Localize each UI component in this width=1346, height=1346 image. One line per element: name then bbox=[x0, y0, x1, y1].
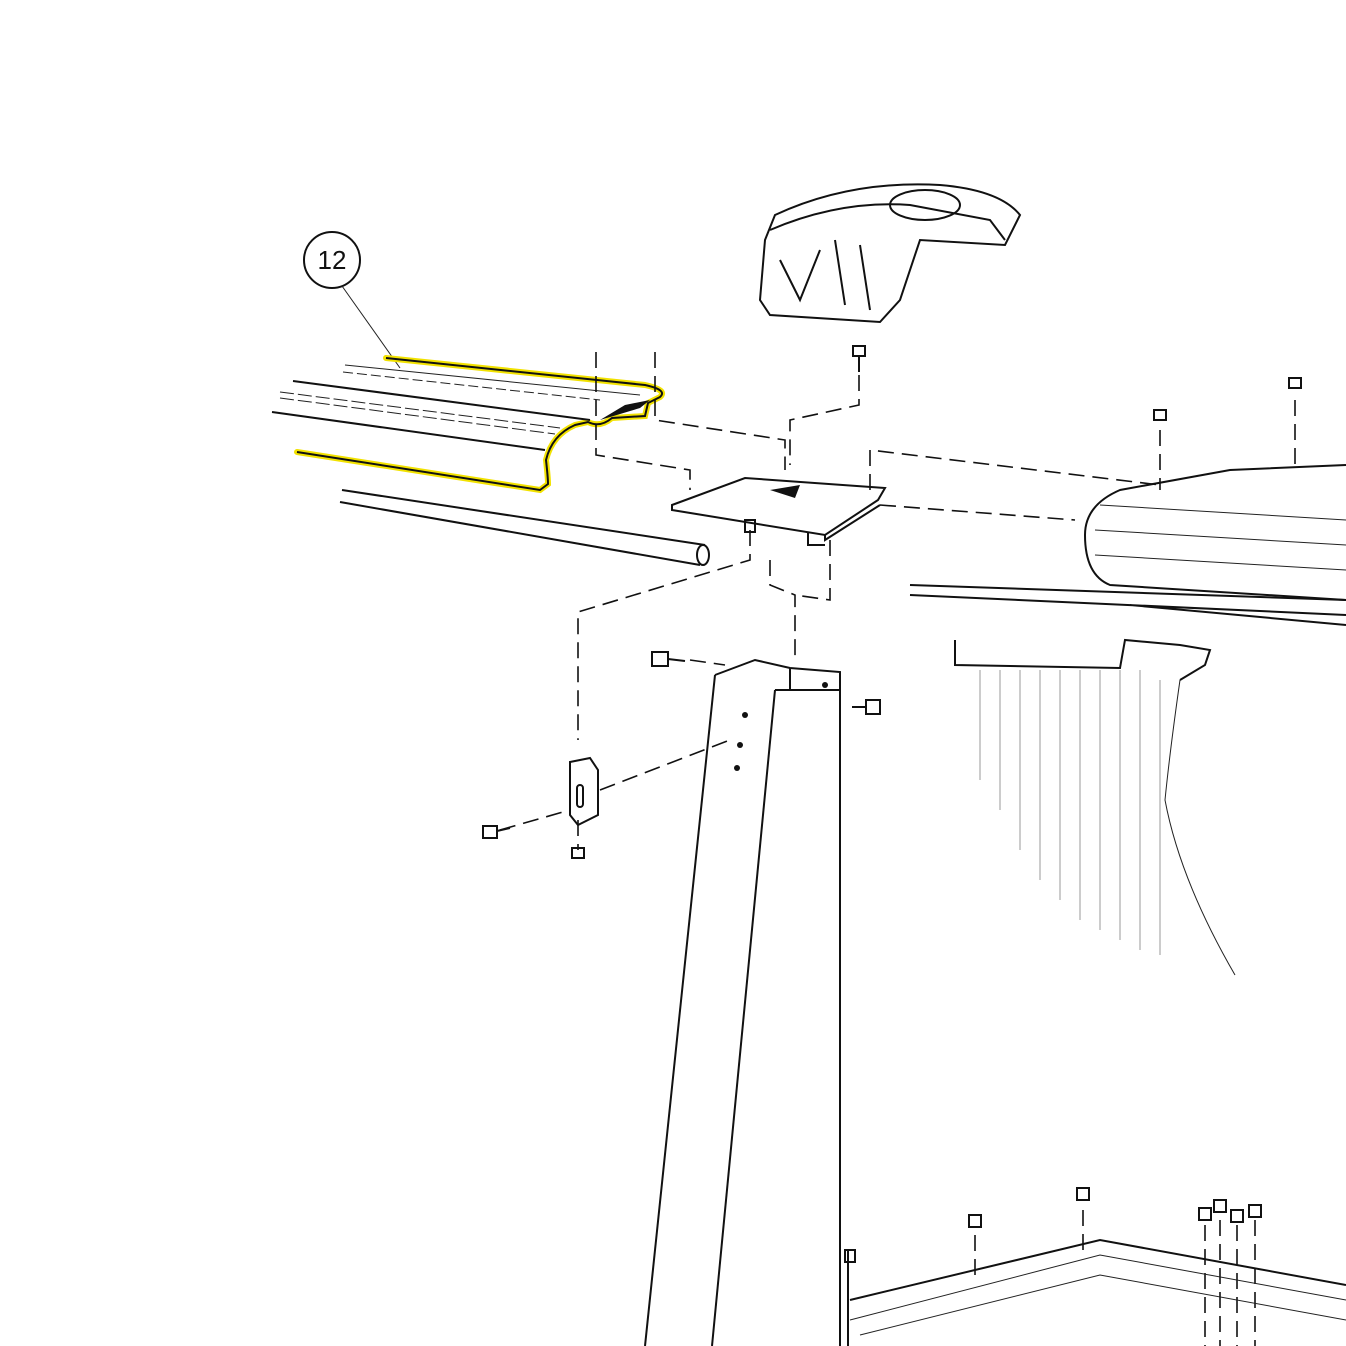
curtain bbox=[954, 638, 1236, 976]
mounting-plate bbox=[671, 476, 887, 546]
side-housing bbox=[909, 464, 1346, 626]
bolt-icon bbox=[482, 825, 511, 839]
floor-panel bbox=[844, 1187, 1346, 1346]
screw-icon bbox=[1153, 377, 1302, 421]
callout-label: 12 bbox=[318, 245, 347, 275]
assembly-lines bbox=[499, 352, 1296, 1346]
callout-12[interactable]: 12 bbox=[303, 231, 401, 369]
rod bbox=[339, 489, 710, 566]
leader-line bbox=[341, 285, 401, 369]
bolt-icon bbox=[852, 699, 881, 715]
top-cap bbox=[758, 183, 1022, 324]
callout-circle bbox=[303, 231, 361, 289]
screw-icon bbox=[852, 345, 866, 372]
bolt-icon bbox=[651, 651, 686, 667]
post bbox=[644, 658, 841, 1346]
bracket bbox=[569, 756, 599, 859]
rail-part-12[interactable] bbox=[271, 355, 665, 494]
